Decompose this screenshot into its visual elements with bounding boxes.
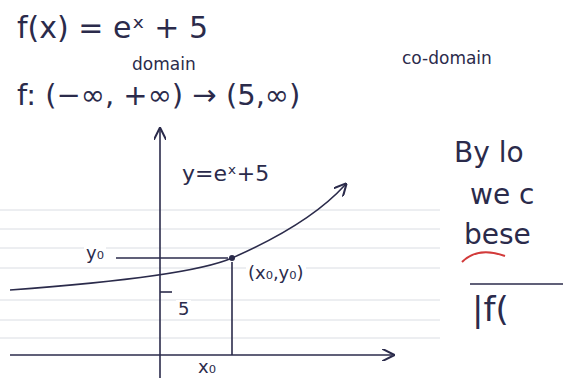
ruled-lines (0, 210, 440, 338)
note-text: we c (468, 180, 536, 209)
note-text: bese (462, 220, 533, 249)
annotation: domain (130, 56, 198, 74)
tick (160, 291, 172, 293)
axis-label: y₀ (84, 244, 106, 263)
y0-guide (116, 257, 228, 259)
red-mark (462, 252, 505, 262)
point-label: (x₀,y₀) (246, 264, 306, 283)
note-text: By lo (452, 138, 526, 167)
point (229, 255, 235, 261)
axis-label: 5 (176, 300, 191, 319)
note-text: |f( (470, 292, 511, 328)
formula: f(x) = eˣ + 5 (15, 12, 210, 44)
rule (470, 283, 563, 285)
x-axis (10, 354, 392, 356)
axis-label: x₀ (196, 358, 218, 377)
exp-curve (10, 185, 345, 290)
curve-label: y=eˣ+5 (180, 162, 271, 185)
y-axis (159, 130, 161, 378)
annotation: co-domain (400, 50, 494, 68)
formula: f: (−∞, +∞) → (5,∞) (15, 80, 302, 110)
x0-guide (231, 262, 233, 355)
